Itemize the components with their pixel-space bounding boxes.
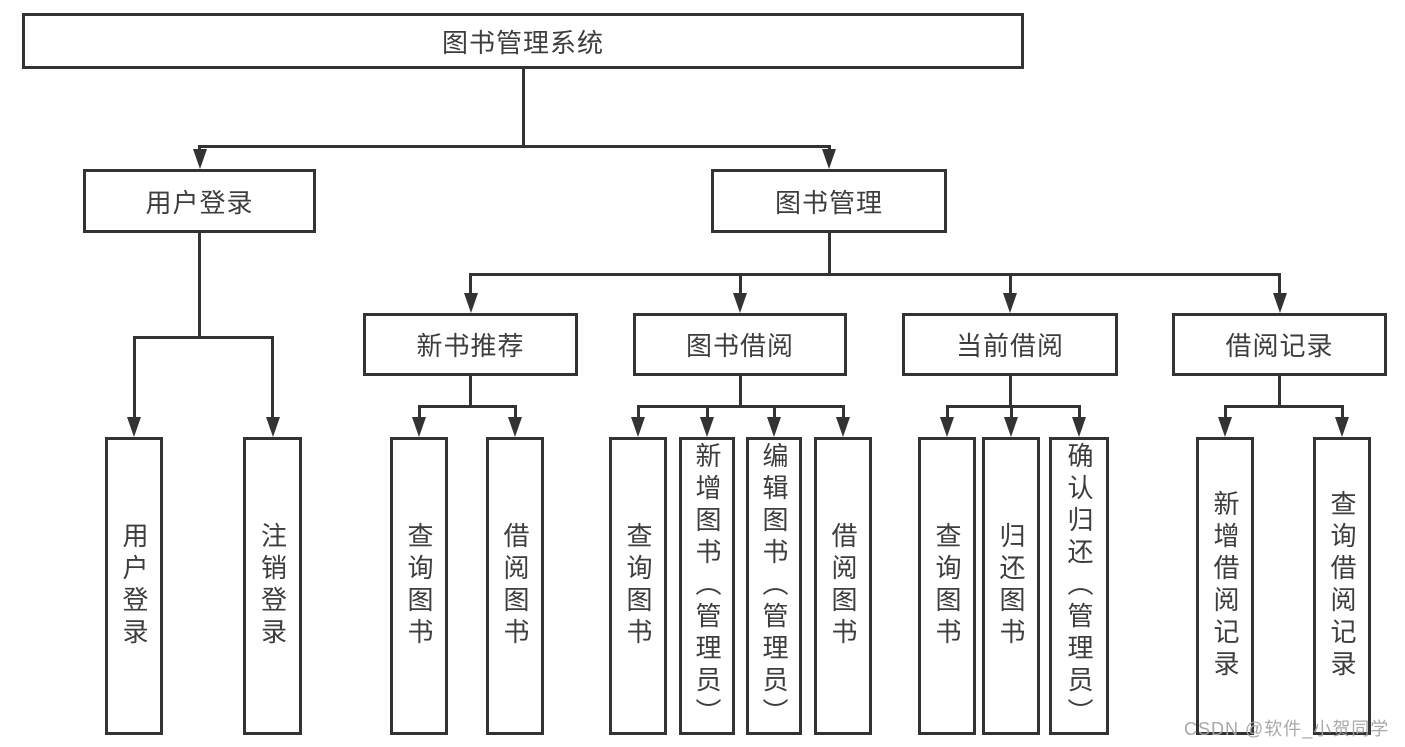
connector-line [636, 405, 845, 408]
connector-line [738, 273, 742, 295]
node-leaf-query-books-3: 查询图书 [918, 437, 976, 735]
connector-line [417, 405, 421, 419]
node-label-leaf-query-books-2: 查询图书 [623, 522, 653, 650]
connector-arrowhead [265, 417, 280, 437]
node-label-leaf-borrow-books-2: 借阅图书 [828, 522, 858, 650]
connector-arrowhead [508, 417, 522, 437]
connector-arrowhead [836, 417, 850, 437]
connector-line [198, 231, 201, 339]
connector-line [945, 405, 949, 419]
node-label-user-login: 用户登录 [145, 187, 254, 218]
connector-arrowhead [700, 417, 714, 437]
connector-arrowhead [1335, 417, 1349, 437]
connector-line [945, 405, 1081, 408]
connector-line [513, 405, 517, 419]
connector-arrowhead [1218, 417, 1232, 437]
node-label-leaf-query-borrow-record: 查询借阅记录 [1327, 490, 1357, 682]
connector-line [705, 405, 709, 419]
node-leaf-edit-books: 编辑图书（管理员） [746, 437, 802, 735]
node-leaf-add-books: 新增图书（管理员） [679, 437, 735, 735]
connector-line [469, 374, 472, 408]
connector-line [1008, 273, 1012, 295]
watermark: CSDN @软件_小贺同学 [1184, 719, 1390, 739]
node-label-new-book-recommend: 新书推荐 [416, 331, 525, 361]
node-label-leaf-add-borrow-record: 新增借阅记录 [1210, 490, 1240, 682]
node-leaf-query-books-1: 查询图书 [390, 437, 448, 735]
node-leaf-borrow-books-2: 借阅图书 [814, 437, 872, 735]
node-label-leaf-add-books: 新增图书（管理员） [692, 442, 722, 730]
connector-arrowhead [767, 417, 781, 437]
node-label-leaf-logout-login: 注销登录 [257, 522, 288, 650]
connector-line [469, 273, 472, 295]
node-book-management: 图书管理 [711, 169, 947, 233]
node-leaf-logout-login: 注销登录 [243, 437, 302, 735]
connector-arrowhead [463, 293, 478, 313]
connector-arrowhead [1272, 293, 1287, 313]
node-label-leaf-borrow-books-1: 借阅图书 [500, 522, 530, 650]
connector-line [1278, 374, 1281, 408]
node-label-leaf-query-books-3: 查询图书 [932, 522, 962, 650]
connector-line [1077, 405, 1081, 419]
node-leaf-query-books-2: 查询图书 [609, 437, 667, 735]
node-label-system-root: 图书管理系统 [441, 27, 604, 58]
connector-arrowhead [1003, 293, 1017, 313]
node-label-book-management: 图书管理 [774, 187, 883, 218]
connector-line [738, 374, 742, 408]
connector-line [198, 145, 201, 151]
node-borrowing-records: 借阅记录 [1172, 313, 1387, 376]
connector-line [1340, 405, 1344, 419]
node-leaf-user-login: 用户登录 [105, 437, 163, 735]
connector-line [827, 231, 831, 276]
node-label-borrowing-records: 借阅记录 [1225, 331, 1334, 361]
node-label-leaf-return-books: 归还图书 [996, 522, 1026, 650]
connector-line [1223, 405, 1227, 419]
connector-arrowhead [822, 149, 836, 169]
connector-arrowhead [733, 293, 747, 313]
connector-line [198, 145, 831, 148]
connector-arrowhead [1072, 417, 1086, 437]
node-leaf-borrow-books-1: 借阅图书 [486, 437, 544, 735]
connector-arrowhead [631, 417, 645, 437]
connector-line [1009, 405, 1013, 419]
node-user-login: 用户登录 [83, 169, 316, 233]
connector-line [271, 336, 274, 419]
connector-line [827, 145, 831, 151]
node-leaf-query-borrow-record: 查询借阅记录 [1313, 437, 1371, 735]
connector-line [469, 273, 1281, 276]
connector-arrowhead [192, 149, 207, 169]
node-leaf-add-borrow-record: 新增借阅记录 [1196, 437, 1254, 735]
connector-line [772, 405, 776, 419]
connector-arrowhead [1004, 417, 1018, 437]
connector-arrowhead [940, 417, 954, 437]
connector-line [521, 67, 525, 148]
connector-line [1008, 374, 1012, 408]
node-label-current-borrowing: 当前借阅 [955, 331, 1064, 361]
node-leaf-return-books: 归还图书 [982, 437, 1040, 735]
connector-line [132, 336, 136, 419]
node-book-borrowing: 图书借阅 [633, 313, 847, 376]
connector-line [841, 405, 845, 419]
connector-line [636, 405, 640, 419]
node-label-leaf-edit-books: 编辑图书（管理员） [759, 442, 789, 730]
node-label-book-borrowing: 图书借阅 [685, 331, 794, 361]
connector-line [132, 336, 274, 339]
node-system-root: 图书管理系统 [22, 13, 1024, 69]
node-leaf-confirm-return: 确认归还（管理员） [1049, 437, 1109, 735]
node-label-leaf-user-login: 用户登录 [119, 522, 149, 650]
node-current-borrowing: 当前借阅 [902, 313, 1118, 376]
connector-line [417, 405, 517, 408]
node-label-leaf-query-books-1: 查询图书 [404, 522, 434, 650]
node-label-leaf-confirm-return: 确认归还（管理员） [1064, 442, 1094, 730]
node-new-book-recommend: 新书推荐 [363, 313, 578, 376]
connector-arrowhead [127, 417, 141, 437]
connector-arrowhead [412, 417, 426, 437]
connector-line [1278, 273, 1281, 295]
connector-line [1223, 405, 1344, 408]
